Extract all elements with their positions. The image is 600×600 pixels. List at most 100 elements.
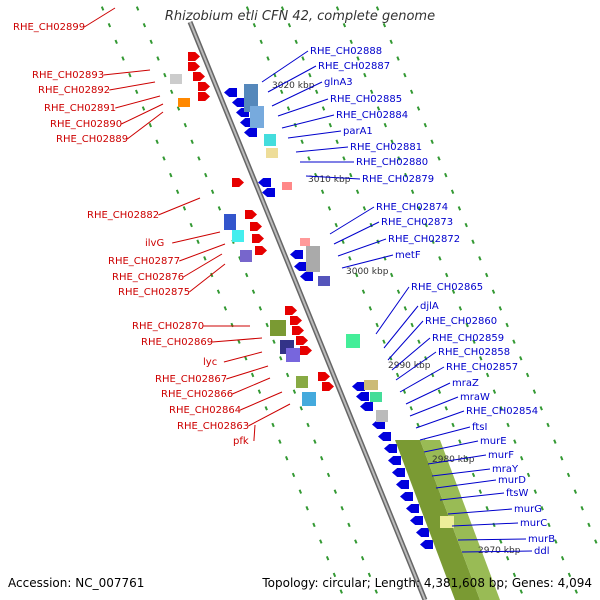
- right-callout-1: [261, 50, 309, 83]
- right-callout-17: [391, 337, 431, 371]
- right-gene-label-27: murD: [498, 475, 526, 486]
- gene-block-15: [302, 392, 316, 406]
- forward-gene-12: [290, 316, 302, 325]
- left-callout-11: [188, 263, 226, 293]
- reverse-gene-1: [224, 88, 237, 97]
- right-gene-label-8: RHE_CH02880: [356, 157, 428, 168]
- genome-title: Rhizobium etli CFN 42, complete genome: [164, 9, 436, 24]
- gene-block-16: [364, 380, 378, 390]
- left-callout-6: [126, 111, 164, 140]
- right-gene-label-30: murC: [520, 518, 547, 529]
- gene-block-18: [376, 410, 388, 422]
- reverse-gene-4: [240, 118, 253, 127]
- reverse-gene-24: [420, 540, 433, 549]
- forward-gene-15: [300, 346, 312, 355]
- reverse-gene-16: [384, 444, 397, 453]
- right-callout-13: [341, 254, 394, 269]
- genome-backbone: [187, 21, 428, 600]
- forward-gene-8: [250, 222, 262, 231]
- right-callout-25: [427, 454, 487, 465]
- right-callout-29: [447, 508, 513, 515]
- gene-block-6: [232, 230, 244, 242]
- left-gene-label-15: RHE_CH02867: [155, 374, 227, 385]
- left-gene-label-7: RHE_CH02882: [87, 210, 159, 221]
- right-gene-label-13: metF: [395, 250, 421, 261]
- gene-block-5: [224, 214, 236, 230]
- right-callout-15: [383, 305, 419, 349]
- right-gene-label-23: ftsI: [472, 422, 487, 433]
- right-gene-label-6: parA1: [343, 126, 373, 137]
- forward-gene-11: [285, 306, 297, 315]
- right-callout-32: [461, 550, 533, 553]
- gene-block-1: [244, 84, 258, 112]
- gene-block-17: [370, 392, 382, 402]
- reverse-gene-15: [378, 432, 391, 441]
- reverse-gene-22: [410, 516, 423, 525]
- left-callout-9: [179, 243, 226, 262]
- left-callout-16: [232, 377, 271, 395]
- left-callout-13: [212, 337, 263, 343]
- forward-gene-7: [245, 210, 257, 219]
- reverse-gene-14: [372, 420, 385, 429]
- right-gene-label-16: RHE_CH02860: [425, 316, 497, 327]
- left-callout-3: [109, 81, 156, 91]
- reverse-gene-7: [262, 188, 275, 197]
- left-gene-label-16: RHE_CH02866: [161, 389, 233, 400]
- scale-mark-3: 3000 kbp: [346, 267, 389, 277]
- gene-block-13: [286, 348, 300, 362]
- right-gene-label-4: RHE_CH02885: [330, 94, 402, 105]
- right-gene-label-7: RHE_CH02881: [350, 142, 422, 153]
- right-gene-label-24: murE: [480, 436, 507, 447]
- reverse-gene-18: [392, 468, 405, 477]
- left-gene-label-13: RHE_CH02869: [141, 337, 213, 348]
- gene-small-1: [170, 74, 182, 84]
- reverse-gene-2: [232, 98, 245, 107]
- gene-small-4: [300, 238, 310, 246]
- forward-gene-3: [193, 72, 205, 81]
- left-gene-label-17: RHE_CH02864: [169, 405, 241, 416]
- left-callout-1: [84, 7, 116, 28]
- right-gene-label-32: ddl: [534, 546, 549, 557]
- left-gene-label-12: RHE_CH02870: [132, 321, 204, 332]
- right-gene-label-17: RHE_CH02859: [432, 333, 504, 344]
- forward-gene-1: [188, 52, 200, 61]
- right-callout-4: [277, 98, 329, 117]
- left-gene-label-6: RHE_CH02889: [56, 134, 128, 145]
- left-callout-10: [183, 253, 223, 278]
- gene-block-19: [440, 516, 454, 528]
- right-callout-10: [329, 206, 375, 235]
- right-gene-label-9: RHE_CH02879: [362, 174, 434, 185]
- forward-gene-13: [292, 326, 304, 335]
- left-callout-14: [223, 351, 263, 363]
- gene-block-9: [318, 276, 330, 286]
- gene-block-8: [306, 246, 320, 272]
- left-gene-label-18: RHE_CH02863: [177, 421, 249, 432]
- reverse-gene-10: [300, 272, 313, 281]
- gene-block-2: [250, 106, 264, 128]
- right-callout-12: [337, 238, 387, 257]
- left-gene-label-5: RHE_CH02890: [50, 119, 122, 130]
- right-gene-label-18: RHE_CH02858: [438, 347, 510, 358]
- gene-block-14: [296, 376, 308, 388]
- accession-text: Accession: NC_007761: [8, 576, 145, 590]
- scale-mark-4: 2990 kbp: [388, 361, 431, 371]
- right-callout-27: [435, 479, 497, 489]
- reverse-gene-17: [388, 456, 401, 465]
- right-gene-label-21: mraW: [460, 392, 490, 403]
- left-gene-label-3: RHE_CH02892: [38, 85, 110, 96]
- forward-gene-16: [318, 372, 330, 381]
- left-gene-label-10: RHE_CH02876: [112, 272, 184, 283]
- gene-block-11: [270, 320, 286, 336]
- right-callout-31: [457, 538, 527, 541]
- right-callout-11: [333, 221, 380, 245]
- forward-gene-4: [198, 82, 210, 91]
- left-gene-label-9: RHE_CH02877: [108, 256, 180, 267]
- right-callout-3: [271, 81, 323, 107]
- forward-gene-6: [232, 178, 244, 187]
- right-callout-16: [387, 320, 424, 361]
- right-callout-18: [395, 351, 437, 381]
- reverse-gene-20: [400, 492, 413, 501]
- forward-gene-17: [322, 382, 334, 391]
- left-gene-label-14: lyc: [203, 357, 217, 368]
